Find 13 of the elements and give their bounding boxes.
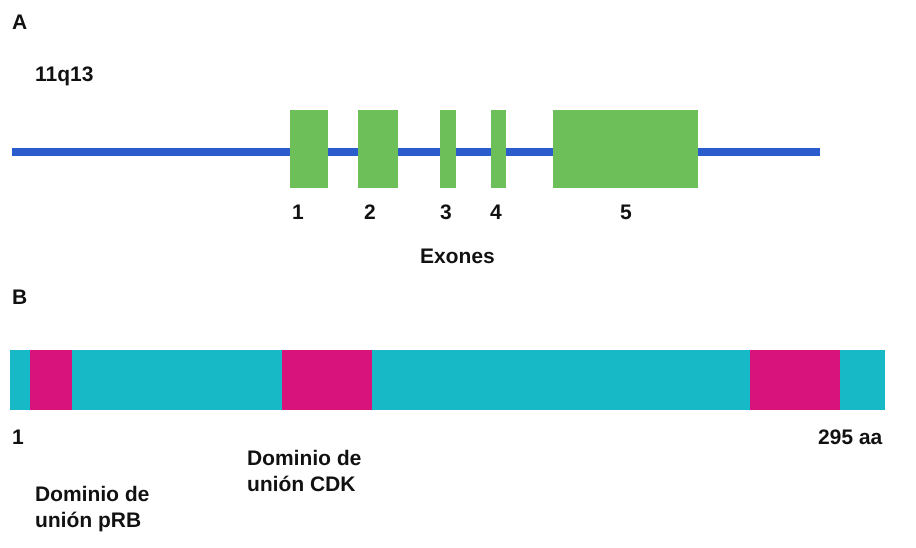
exon-number: 5 bbox=[620, 200, 632, 226]
exon-number: 2 bbox=[364, 200, 376, 226]
exon-number: 4 bbox=[490, 200, 502, 226]
position-label: 295 aa bbox=[818, 425, 882, 451]
position-label: 1 bbox=[12, 425, 24, 451]
exon-number: 3 bbox=[440, 200, 452, 226]
panel-label: A bbox=[12, 10, 28, 36]
domain-label: Dominio de unión pRB bbox=[35, 482, 150, 534]
locus-label: 11q13 bbox=[35, 62, 94, 88]
exon-axis-label: Exones bbox=[420, 244, 495, 270]
domain-label: Dominio de unión CDK bbox=[247, 446, 362, 498]
panel-label: B bbox=[12, 285, 28, 311]
exon-number: 1 bbox=[292, 200, 304, 226]
